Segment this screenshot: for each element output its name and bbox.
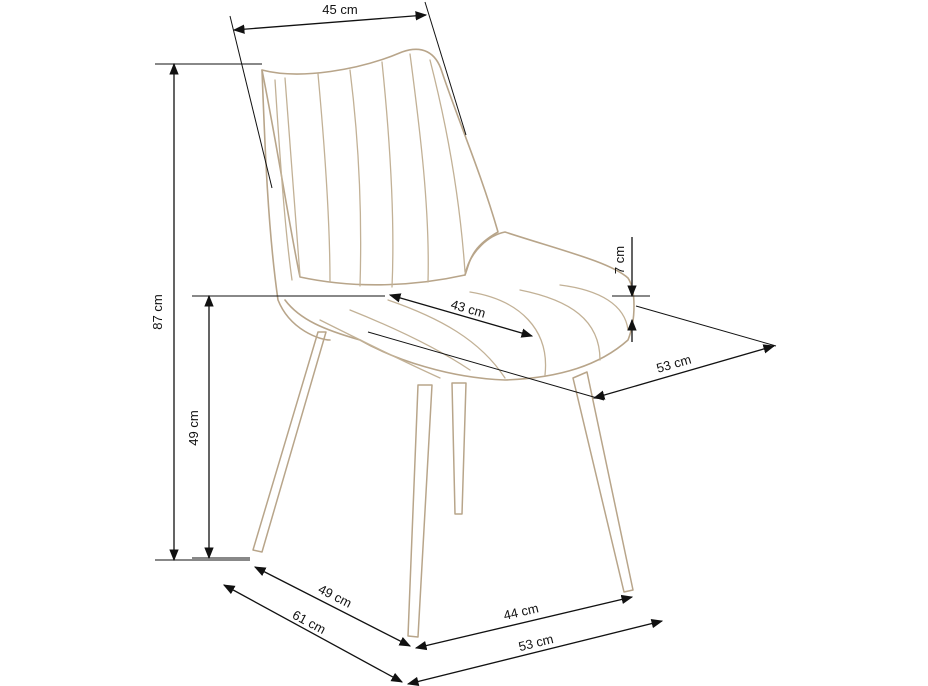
label-total-height: 87 cm bbox=[150, 294, 165, 329]
label-cushion-thickness: 7 cm bbox=[612, 246, 627, 274]
seat-channels bbox=[319, 284, 629, 379]
label-base-depth-inner: 49 cm bbox=[316, 581, 354, 610]
label-base-width-outer: 53 cm bbox=[517, 631, 555, 654]
dim-line-base-depth-inner bbox=[253, 566, 412, 647]
chair-leg-front-left bbox=[252, 331, 327, 553]
chair-illustration bbox=[252, 48, 635, 638]
dim-line-base-depth-outer bbox=[222, 584, 404, 683]
dimension-lines bbox=[155, 1, 777, 686]
label-seat-width: 53 cm bbox=[655, 352, 693, 376]
label-back-width: 45 cm bbox=[322, 2, 357, 17]
label-seat-height: 49 cm bbox=[186, 410, 201, 445]
chair-leg-back-right bbox=[451, 382, 467, 515]
chair-backrest bbox=[261, 48, 499, 286]
chair-back-side bbox=[261, 69, 331, 341]
dim-line-base-width-outer bbox=[406, 618, 664, 686]
label-base-depth-outer: 61 cm bbox=[290, 607, 328, 637]
backrest-channels bbox=[274, 53, 466, 288]
chair-leg-back-left bbox=[407, 384, 433, 638]
chair-leg-front-right bbox=[572, 371, 634, 593]
dim-line-back-width bbox=[232, 11, 428, 34]
dim-line-seat-depth bbox=[388, 293, 534, 338]
dim-line-seat-width bbox=[592, 344, 776, 400]
